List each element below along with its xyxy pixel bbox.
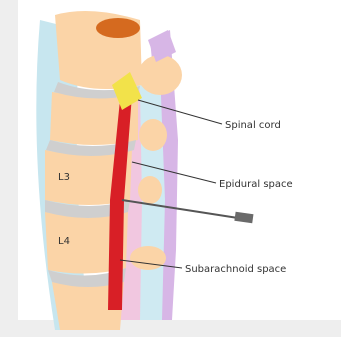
label-l3: L3	[58, 172, 70, 183]
nerve-root-top	[96, 18, 140, 38]
label-epidural-space: Epidural space	[219, 179, 293, 190]
label-l4: L4	[58, 236, 70, 247]
label-spinal-cord: Spinal cord	[225, 120, 281, 131]
label-subarachnoid-space: Subarachnoid space	[185, 264, 286, 275]
